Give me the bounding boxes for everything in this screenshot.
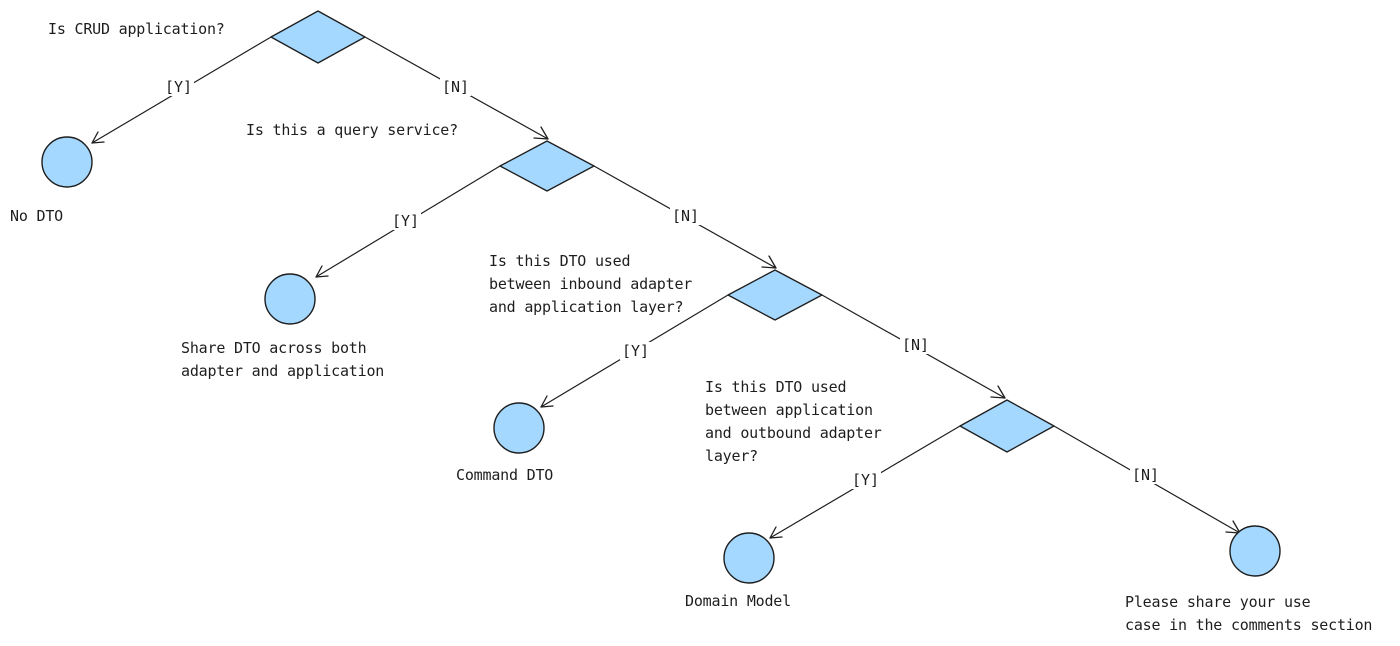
edge-label-query-no: [N]	[670, 207, 702, 225]
edge-label-outbound-no: [N]	[1130, 466, 1162, 484]
outcome-node-domain-model[interactable]	[723, 532, 775, 584]
question-crud-application: Is CRUD application?	[48, 20, 225, 38]
edge-crud-no-arrowhead	[533, 126, 549, 140]
decision-diamond-crud[interactable]	[270, 10, 366, 64]
edge-label-crud-no: [N]	[440, 78, 472, 96]
edge-inbound-yes-arrowhead	[540, 395, 554, 408]
edge-label-crud-yes: [Y]	[163, 78, 195, 96]
outcome-node-share-dto[interactable]	[264, 273, 316, 325]
edge-label-query-yes: [Y]	[390, 212, 422, 230]
question-inbound-adapter: Is this DTO used between inbound adapter…	[489, 252, 693, 316]
edge-outbound-yes-arrowhead	[769, 526, 783, 539]
edge-label-inbound-no: [N]	[900, 336, 932, 354]
question-outbound-adapter: Is this DTO used between application and…	[705, 378, 882, 465]
outcome-label-share-dto: Share DTO across both adapter and applic…	[181, 339, 385, 380]
edge-crud-yes-arrowhead	[91, 131, 105, 144]
outcome-label-command-dto: Command DTO	[456, 466, 554, 484]
outcome-label-no-dto: No DTO	[10, 207, 63, 225]
edge-query-no-arrowhead	[761, 255, 777, 269]
outcome-node-no-dto[interactable]	[41, 136, 93, 188]
outcome-node-share-use-case[interactable]	[1229, 525, 1281, 577]
decision-diamond-query[interactable]	[499, 140, 595, 192]
outcome-label-domain-model: Domain Model	[685, 592, 791, 610]
edge-label-outbound-yes: [Y]	[850, 471, 882, 489]
decision-diamond-outbound[interactable]	[959, 399, 1055, 453]
outcome-node-command-dto[interactable]	[493, 402, 545, 454]
edge-label-inbound-yes: [Y]	[620, 342, 652, 360]
edge-inbound-no-arrowhead	[990, 385, 1006, 399]
question-query-service: Is this a query service?	[246, 121, 458, 139]
outcome-label-share-use-case: Please share your use case in the commen…	[1125, 593, 1373, 634]
decision-diamond-inbound[interactable]	[727, 269, 823, 321]
edge-query-yes-arrowhead	[315, 265, 329, 278]
